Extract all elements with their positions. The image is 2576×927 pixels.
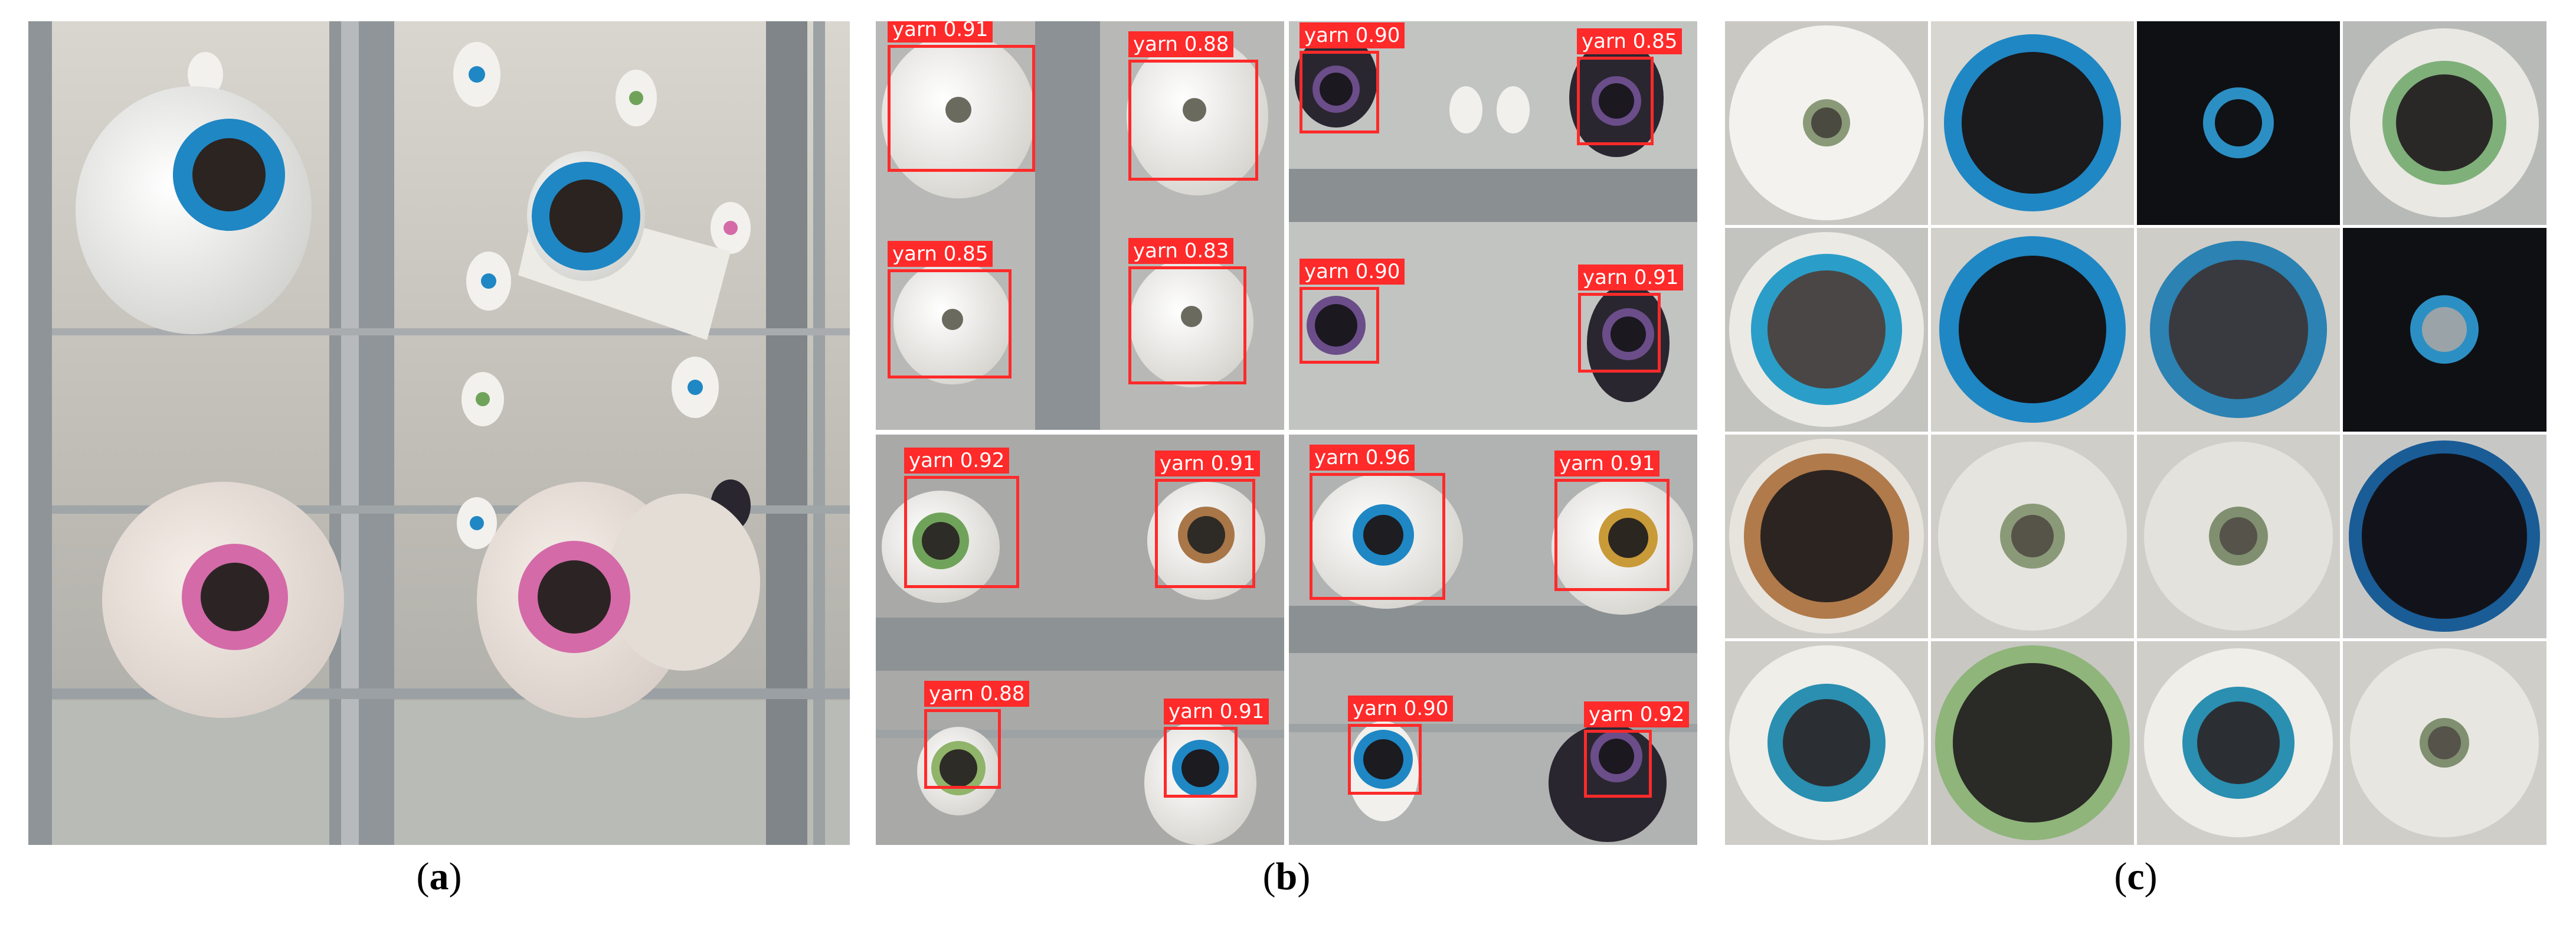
detection-label: yarn 0.90 — [1300, 22, 1405, 48]
detection-label: yarn 0.83 — [1128, 238, 1234, 264]
detection-label: yarn 0.96 — [1310, 445, 1415, 471]
crop-tile — [2137, 435, 2340, 638]
bounding-box — [1577, 57, 1654, 145]
caption-c: (c) — [2114, 855, 2158, 898]
detection-label: yarn 0.90 — [1300, 259, 1405, 285]
cropped-bobbin-grid — [1725, 21, 2546, 845]
bounding-box — [1300, 287, 1379, 364]
crop-tile — [2137, 228, 2340, 432]
detection-label: yarn 0.91 — [1578, 265, 1684, 290]
detection-label: yarn 0.85 — [1577, 28, 1683, 54]
bounding-box — [1310, 473, 1445, 600]
crop-tile — [2137, 641, 2340, 845]
detection-mosaic — [876, 21, 1697, 845]
caption-a: (a) — [416, 855, 462, 898]
crop-tile — [1931, 435, 2134, 638]
bounding-box — [1348, 724, 1422, 795]
bounding-box — [1584, 730, 1652, 798]
detection-label: yarn 0.90 — [1348, 696, 1454, 722]
crop-tile — [2343, 435, 2546, 638]
detection-panel-b: yarn 0.91 yarn 0.88 yarn 0.90 yarn 0.85 … — [876, 21, 1697, 845]
crop-tile — [1725, 641, 1928, 845]
detection-label: yarn 0.92 — [1584, 701, 1690, 727]
photo-panel-a — [28, 21, 850, 845]
detection-label: yarn 0.92 — [904, 448, 1010, 474]
cropped-samples-panel-c — [1725, 21, 2546, 845]
detection-label: yarn 0.91 — [1155, 451, 1261, 476]
crop-tile — [1931, 641, 2134, 845]
crop-tile — [1931, 228, 2134, 432]
detection-label: yarn 0.91 — [1554, 451, 1660, 476]
bounding-box — [888, 45, 1035, 172]
detection-label: yarn 0.85 — [888, 241, 993, 267]
bounding-box — [1554, 479, 1670, 591]
bounding-box — [1128, 266, 1246, 384]
crop-tile — [2343, 21, 2546, 225]
bounding-box — [1155, 479, 1255, 588]
caption-b: (b) — [1262, 855, 1311, 898]
crop-tile — [1725, 21, 1928, 225]
crop-tile — [2343, 641, 2546, 845]
crop-tile — [1725, 228, 1928, 432]
bounding-box — [1128, 60, 1258, 181]
bounding-box — [904, 476, 1019, 588]
detection-label: yarn 0.91 — [1164, 698, 1269, 724]
crop-tile — [2137, 21, 2340, 225]
bounding-box — [1578, 293, 1661, 373]
crop-tile — [1725, 435, 1928, 638]
detection-label: yarn 0.91 — [888, 21, 993, 43]
bounding-box — [924, 709, 1001, 789]
bounding-box — [1164, 727, 1238, 798]
detection-label: yarn 0.88 — [1128, 31, 1234, 57]
crop-tile — [1931, 21, 2134, 225]
yarn-rack-photo — [28, 21, 850, 845]
bounding-box — [1300, 51, 1379, 133]
detection-label: yarn 0.88 — [924, 681, 1030, 707]
crop-tile — [2343, 228, 2546, 432]
bounding-box — [888, 269, 1012, 378]
